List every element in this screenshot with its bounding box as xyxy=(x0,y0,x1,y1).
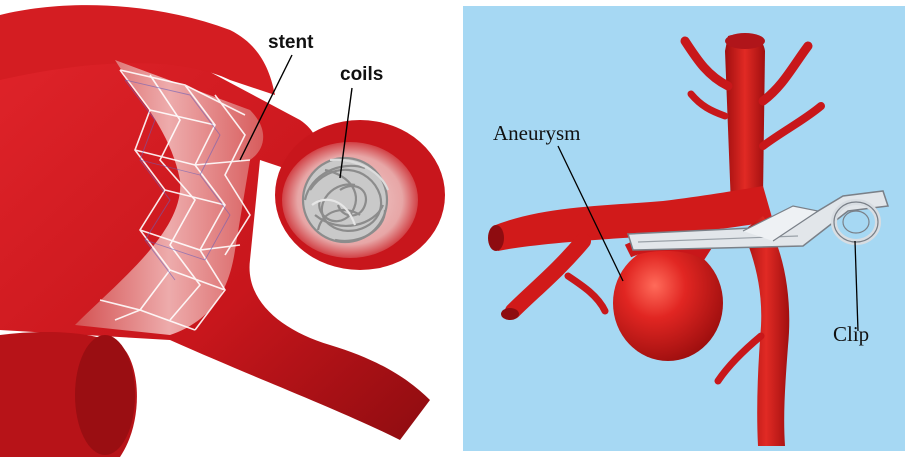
branch-mid-right xyxy=(763,106,821,146)
lower-left-cut-end xyxy=(501,308,519,320)
branch-top-right xyxy=(763,46,808,101)
stent-coil-drawing: stent coils xyxy=(0,0,452,457)
clip-label: Clip xyxy=(833,322,869,346)
clip-leader-line xyxy=(855,241,858,331)
trunk-cut-end xyxy=(725,33,765,49)
branch-small-left xyxy=(568,276,605,311)
branch-top-left xyxy=(685,41,728,86)
aneurysm-bulge xyxy=(613,245,723,361)
clip-illustration: Aneurysm Clip xyxy=(463,6,905,451)
artery-trunk xyxy=(725,34,765,206)
clip-drawing: Aneurysm Clip xyxy=(463,6,905,451)
branch-mid-left xyxy=(691,94,725,116)
artery-cut-end xyxy=(75,335,135,455)
coil-mass xyxy=(303,158,388,242)
horizontal-cut-end xyxy=(488,225,504,251)
stent-coil-illustration: stent coils xyxy=(0,0,452,457)
aneurysm-label: Aneurysm xyxy=(493,121,581,145)
stent-label: stent xyxy=(268,32,314,53)
coils-label: coils xyxy=(340,64,383,85)
branch-lower-right xyxy=(718,336,761,381)
artery-descending xyxy=(743,216,789,446)
